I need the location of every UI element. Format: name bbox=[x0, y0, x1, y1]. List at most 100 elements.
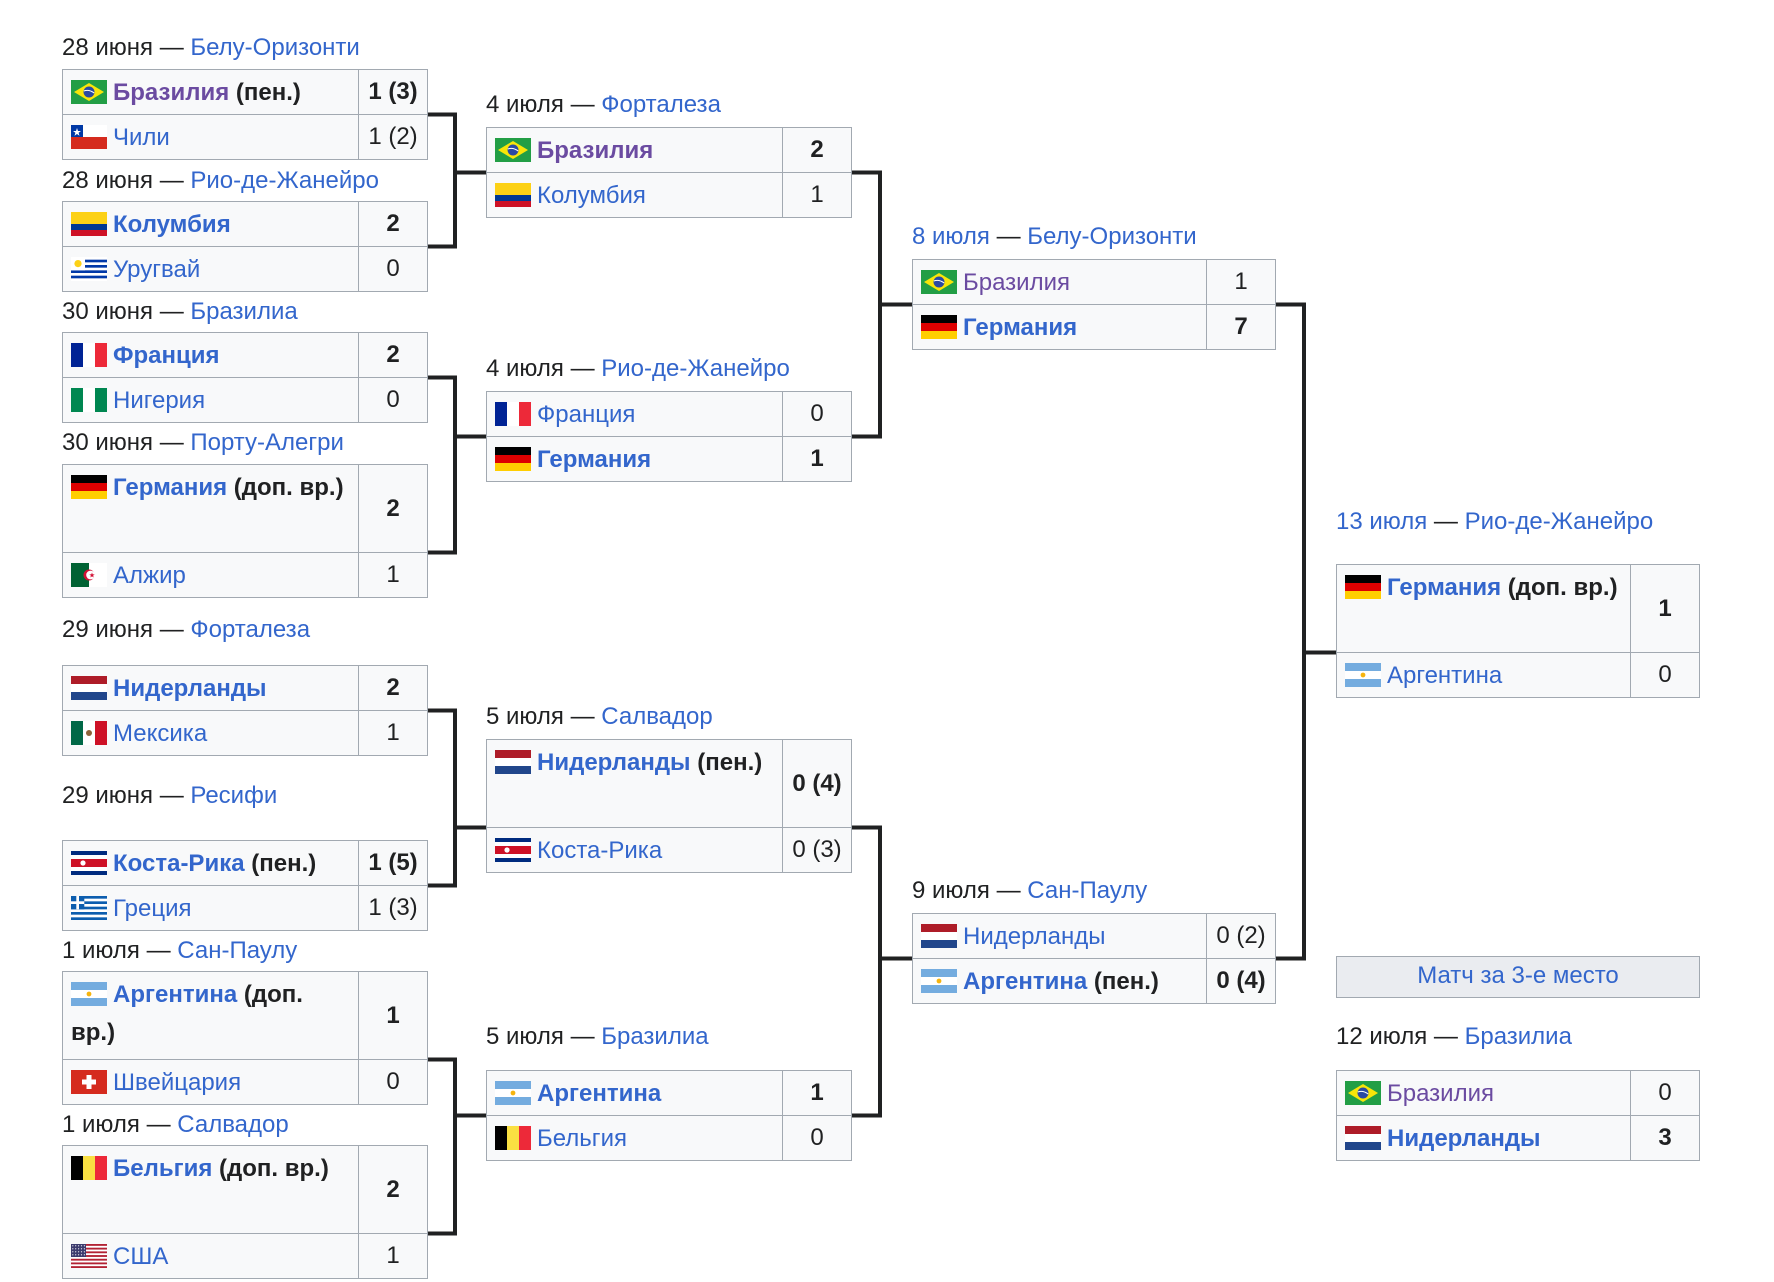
score-cell: 1 (2) bbox=[368, 123, 418, 150]
score-cell: 2 bbox=[386, 341, 400, 368]
team-name-link[interactable]: Нидерланды bbox=[963, 923, 1106, 950]
flag-france-icon bbox=[495, 400, 531, 426]
team-name-link[interactable]: Бельгия bbox=[113, 1155, 213, 1182]
separator: — bbox=[1427, 508, 1465, 535]
score-cell: 0 bbox=[810, 1124, 824, 1151]
flag-colombia-icon bbox=[495, 181, 531, 207]
match-date: 29 июня bbox=[62, 782, 154, 809]
venue-link[interactable]: Рио-де-Жанейро bbox=[601, 355, 790, 382]
match-header: 5 июля — Салвадор bbox=[486, 700, 713, 734]
team-name-link[interactable]: Алжир bbox=[113, 562, 186, 589]
team-name-link[interactable]: Греция bbox=[113, 895, 192, 922]
team-name-link[interactable]: Аргентина bbox=[1387, 662, 1503, 689]
flag-netherlands-icon bbox=[1345, 1124, 1381, 1150]
team-name-link[interactable]: Мексика bbox=[113, 720, 208, 747]
match-header: 28 июня — Белу-Оризонти bbox=[62, 31, 360, 65]
venue-link[interactable]: Форталеза bbox=[190, 616, 311, 643]
team-name-link[interactable]: Колумбия bbox=[113, 211, 231, 238]
team-name-link[interactable]: Нидерланды bbox=[113, 675, 267, 702]
team-name-link[interactable]: Бельгия bbox=[537, 1125, 627, 1152]
match-date[interactable]: 13 июля bbox=[1336, 508, 1428, 535]
team-name-link[interactable]: Бразилия bbox=[963, 269, 1070, 296]
team-name-link[interactable]: Германия bbox=[113, 474, 228, 501]
score-cell: 2 bbox=[386, 674, 400, 701]
team-cell: Бельгия bbox=[487, 1116, 783, 1160]
team-name-link[interactable]: Колумбия bbox=[537, 182, 646, 209]
team-cell: Германия (доп. вр.) bbox=[63, 465, 359, 552]
match-date: 4 июля bbox=[486, 355, 564, 382]
flag-argentina-icon bbox=[495, 1079, 531, 1105]
match-date[interactable]: 8 июля bbox=[912, 223, 990, 250]
team-cell: Алжир bbox=[63, 553, 359, 597]
venue-link[interactable]: Форталеза bbox=[601, 91, 721, 118]
team-row: Германия (доп. вр.)1 bbox=[1337, 565, 1699, 653]
team-name-link[interactable]: Германия bbox=[537, 446, 652, 473]
venue-link[interactable]: Рио-де-Жанейро bbox=[190, 167, 379, 194]
venue-link[interactable]: Ресифи bbox=[190, 782, 278, 809]
venue-link[interactable]: Бразилиа bbox=[601, 1023, 709, 1050]
team-name-link[interactable]: Германия bbox=[963, 314, 1078, 341]
team-name-link[interactable]: Франция bbox=[113, 342, 220, 369]
third-place-title[interactable]: Матч за 3-е место bbox=[1336, 956, 1700, 998]
flag-costarica-icon bbox=[71, 849, 107, 875]
match-header: 1 июля — Салвадор bbox=[62, 1108, 289, 1142]
score-cell: 0 bbox=[1658, 1079, 1672, 1106]
team-row: Аргентина (доп. вр.)1 bbox=[63, 972, 427, 1060]
team-name-link[interactable]: Аргентина bbox=[963, 968, 1088, 995]
match-header: 30 июня — Порту-Алегри bbox=[62, 426, 344, 460]
connector-sf2-arm bbox=[852, 825, 882, 1118]
venue-link[interactable]: Белу-Оризонти bbox=[190, 34, 360, 61]
venue-link[interactable]: Сан-Паулу bbox=[177, 937, 298, 964]
score-cell: 2 bbox=[386, 494, 400, 522]
team-name-link[interactable]: Коста-Рика bbox=[537, 837, 663, 864]
team-name-link[interactable]: Аргентина bbox=[113, 981, 238, 1008]
match-header: 30 июня — Бразилиа bbox=[62, 295, 298, 329]
venue-link[interactable]: Порту-Алегри bbox=[190, 429, 344, 456]
match-date: 1 июля bbox=[62, 937, 140, 964]
team-name-link[interactable]: Коста-Рика bbox=[113, 850, 245, 877]
venue-link[interactable]: Салвадор bbox=[601, 703, 713, 730]
flag-costarica-icon bbox=[495, 836, 531, 862]
venue-link[interactable]: Белу-Оризонти bbox=[1027, 223, 1197, 250]
team-name-link[interactable]: Нигерия bbox=[113, 387, 206, 414]
flag-argentina-icon bbox=[921, 967, 957, 993]
team-name-link[interactable]: Германия bbox=[1387, 574, 1502, 601]
separator: — bbox=[989, 223, 1028, 250]
team-name-link[interactable]: Бразилия bbox=[1387, 1080, 1494, 1107]
venue-link[interactable]: Бразилиа bbox=[1464, 1023, 1572, 1050]
team-name-link[interactable]: Уругвай bbox=[113, 256, 201, 283]
venue-link[interactable]: Сан-Паулу bbox=[1027, 877, 1148, 904]
venue-link[interactable]: Рио-де-Жанейро bbox=[1464, 508, 1654, 535]
team-name-link[interactable]: Франция bbox=[537, 401, 636, 428]
team-name-link[interactable]: Нидерланды bbox=[1387, 1125, 1541, 1152]
score-cell: 0 (4) bbox=[1216, 967, 1266, 994]
team-name-link[interactable]: Швейцария bbox=[113, 1069, 242, 1096]
separator: — bbox=[563, 355, 602, 382]
team-name-link[interactable]: Бразилия bbox=[113, 79, 230, 106]
venue-link[interactable]: Салвадор bbox=[177, 1111, 289, 1138]
flag-france-icon bbox=[71, 341, 107, 367]
team-cell: Коста-Рика bbox=[487, 828, 783, 872]
team-name-link[interactable]: Аргентина bbox=[537, 1080, 662, 1107]
score-cell: 1 bbox=[810, 181, 824, 208]
team-name-link[interactable]: Бразилия bbox=[537, 137, 654, 164]
team-name-link[interactable]: США bbox=[113, 1243, 169, 1270]
venue-link[interactable]: Бразилиа bbox=[190, 298, 298, 325]
flag-usa-icon bbox=[71, 1242, 107, 1268]
team-name-link[interactable]: Нидерланды bbox=[537, 749, 691, 776]
team-name-link[interactable]: Чили bbox=[113, 124, 170, 151]
match-date: 28 июня bbox=[62, 34, 154, 61]
